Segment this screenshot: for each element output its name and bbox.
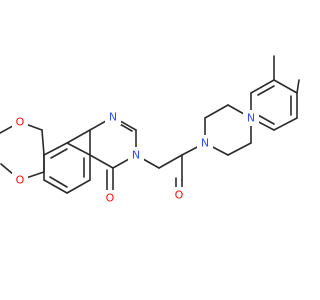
atom-label-layer: O O O O N N N N xyxy=(12,109,259,206)
bond xyxy=(66,142,91,156)
atom-label-background xyxy=(128,147,144,163)
atom-label-background xyxy=(105,109,121,125)
bond xyxy=(49,176,68,188)
bond xyxy=(257,114,275,125)
atom-o-top: O xyxy=(12,114,28,130)
bond xyxy=(50,148,68,159)
atom-label-n-piperazine-right: N xyxy=(247,112,255,125)
atom-label-n-ring-bottom: N xyxy=(132,149,140,162)
bond xyxy=(204,104,229,119)
atom-label-background xyxy=(171,187,187,203)
atom-label-n-ring-top: N xyxy=(109,111,117,124)
bond xyxy=(273,79,298,94)
bond xyxy=(66,179,91,194)
bond xyxy=(296,79,300,94)
atom-label-o-bottom-left: O xyxy=(16,174,25,187)
atom-label-background xyxy=(197,135,213,151)
bond xyxy=(158,154,183,169)
atom-label-o-amide: O xyxy=(175,189,184,202)
bond xyxy=(43,179,68,194)
atom-label-background xyxy=(243,110,259,126)
atom-o-carbonyl-ring: O xyxy=(102,190,118,206)
atom-n-piperazine-left: N xyxy=(197,135,213,151)
atom-label-background xyxy=(12,172,28,188)
bond xyxy=(250,79,275,94)
atom-n-ring-top: N xyxy=(105,109,121,125)
bond xyxy=(89,154,114,169)
atom-label-n-piperazine-left: N xyxy=(201,137,209,150)
bond-layer xyxy=(0,55,300,194)
atom-label-o-top: O xyxy=(16,116,25,129)
molecule-structure: O O O O N N N N xyxy=(0,55,300,206)
atom-label-background xyxy=(12,114,28,130)
bond xyxy=(43,142,68,156)
atom-o-bottom-left: O xyxy=(12,172,28,188)
atom-n-ring-bottom: N xyxy=(128,147,144,163)
atom-n-piperazine-right: N xyxy=(243,110,259,126)
bond xyxy=(41,129,45,156)
bond xyxy=(273,117,298,131)
bond xyxy=(66,129,91,144)
atom-label-o-carbonyl-ring: O xyxy=(106,192,115,205)
bond xyxy=(227,142,252,156)
bond xyxy=(257,85,275,96)
atom-label-background xyxy=(102,190,118,206)
atom-o-amide: O xyxy=(171,187,187,203)
